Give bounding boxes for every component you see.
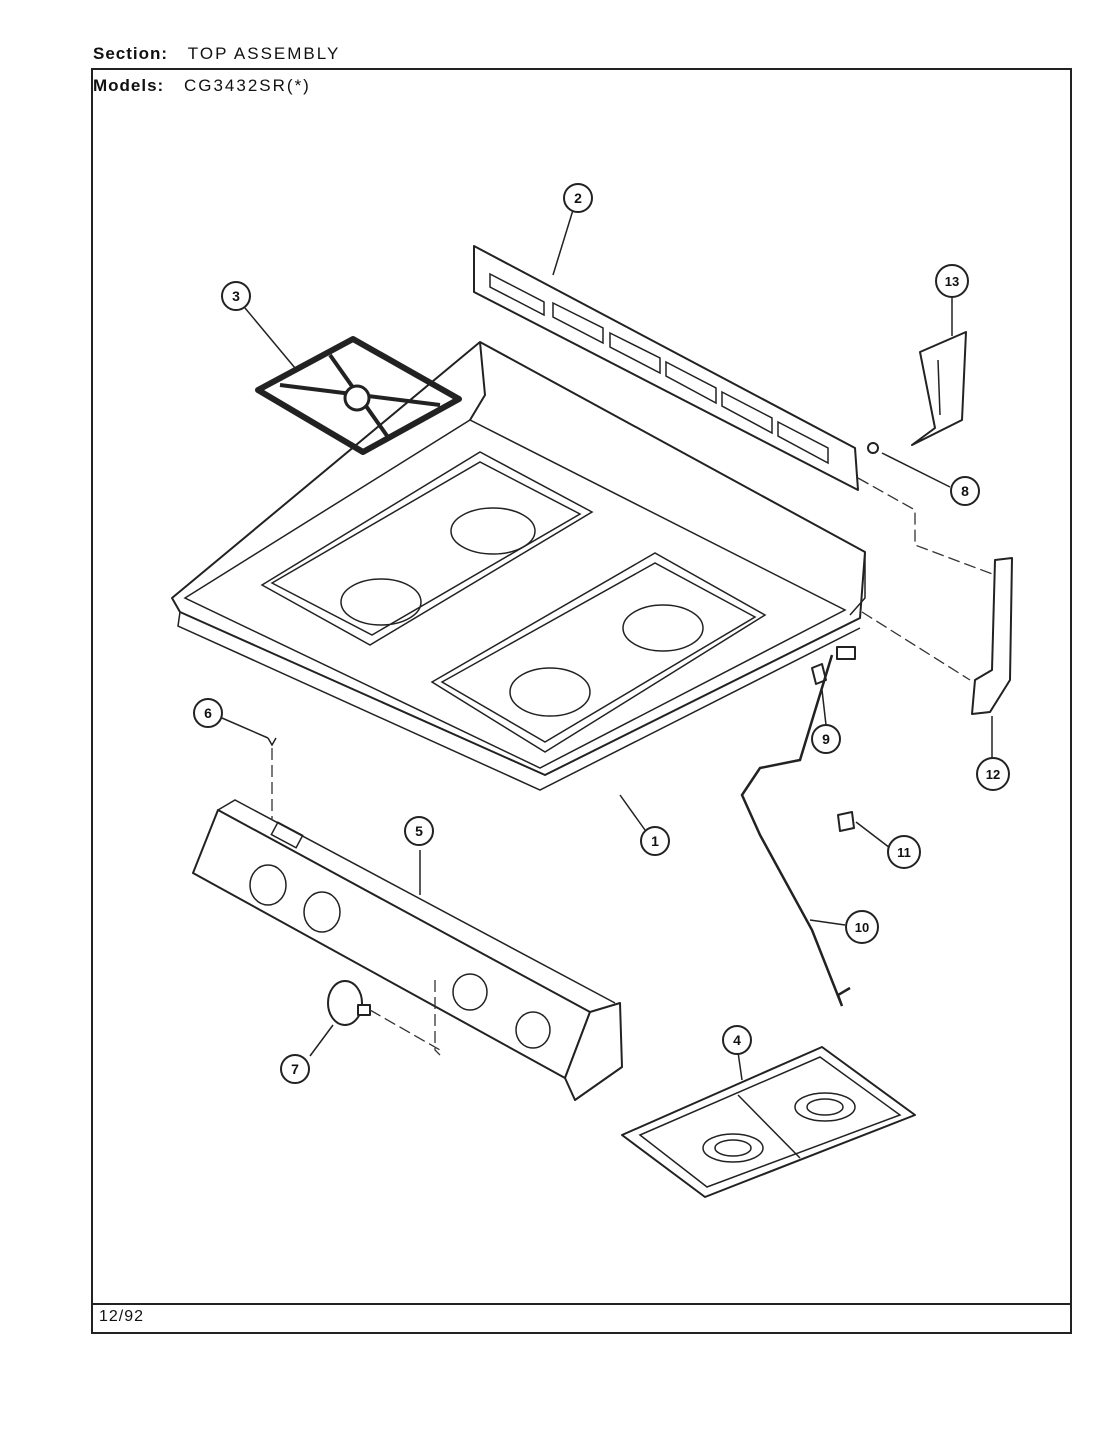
callout-10: 10 [845, 910, 879, 944]
section-label: Section: [93, 44, 169, 63]
callout-13-number: 13 [945, 274, 959, 289]
ignitor-tube [740, 646, 856, 1007]
control-panel [192, 799, 623, 1101]
leader-lines [221, 209, 993, 1081]
hinge-bracket [911, 331, 967, 446]
diagram-frame [91, 68, 1072, 1334]
control-knob [327, 980, 441, 1051]
callout-8-number: 8 [961, 483, 969, 499]
callout-2-number: 2 [574, 190, 582, 206]
backguard-trim [473, 245, 859, 491]
callout-7: 7 [280, 1054, 310, 1084]
callout-4: 4 [722, 1025, 752, 1055]
callout-9: 9 [811, 724, 841, 754]
callout-1-number: 1 [651, 833, 659, 849]
models-heading: Models: CG3432SR(*) [93, 76, 311, 96]
callout-3-number: 3 [232, 288, 240, 304]
revision-date: 12/92 [99, 1308, 145, 1325]
callout-13: 13 [935, 264, 969, 298]
callout-5: 5 [404, 816, 434, 846]
callout-2: 2 [563, 183, 593, 213]
clip-9 [811, 663, 827, 685]
callout-4-number: 4 [733, 1032, 741, 1048]
callout-12: 12 [976, 757, 1010, 791]
screw-11 [837, 811, 855, 832]
callout-11: 11 [887, 835, 921, 869]
callout-3: 3 [221, 281, 251, 311]
side-trim [971, 557, 1013, 715]
section-heading: Section: TOP ASSEMBLY [93, 44, 340, 64]
callout-11-number: 11 [897, 845, 911, 860]
callout-12-number: 12 [986, 767, 1000, 782]
callout-6-number: 6 [204, 705, 212, 721]
section-value: TOP ASSEMBLY [187, 44, 341, 63]
callout-10-number: 10 [855, 920, 869, 935]
callout-6: 6 [193, 698, 223, 728]
cooktop-main-top [171, 341, 866, 791]
footer-divider [93, 1303, 1070, 1305]
models-label: Models: [93, 76, 165, 95]
drip-tray [621, 1046, 916, 1198]
callout-7-number: 7 [291, 1061, 299, 1077]
models-value: CG3432SR(*) [183, 76, 311, 95]
screw-8 [867, 442, 879, 454]
callout-8: 8 [950, 476, 980, 506]
burner-grate [255, 336, 462, 455]
callout-5-number: 5 [415, 823, 423, 839]
screw-6 [267, 737, 277, 820]
callout-9-number: 9 [822, 731, 830, 747]
callout-1: 1 [640, 826, 670, 856]
